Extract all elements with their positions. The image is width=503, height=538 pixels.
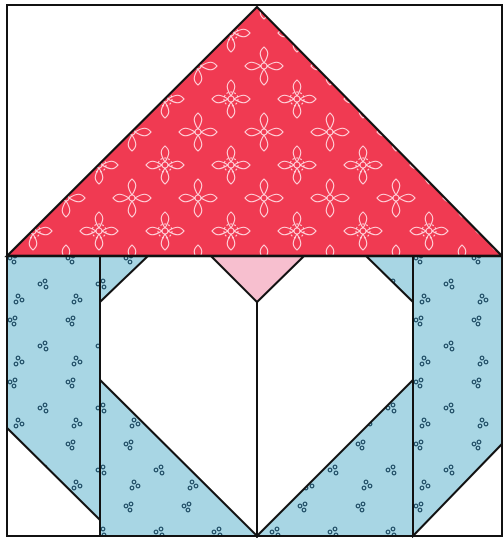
quilt-block-canvas — [0, 0, 503, 538]
quilt-block — [0, 0, 503, 538]
